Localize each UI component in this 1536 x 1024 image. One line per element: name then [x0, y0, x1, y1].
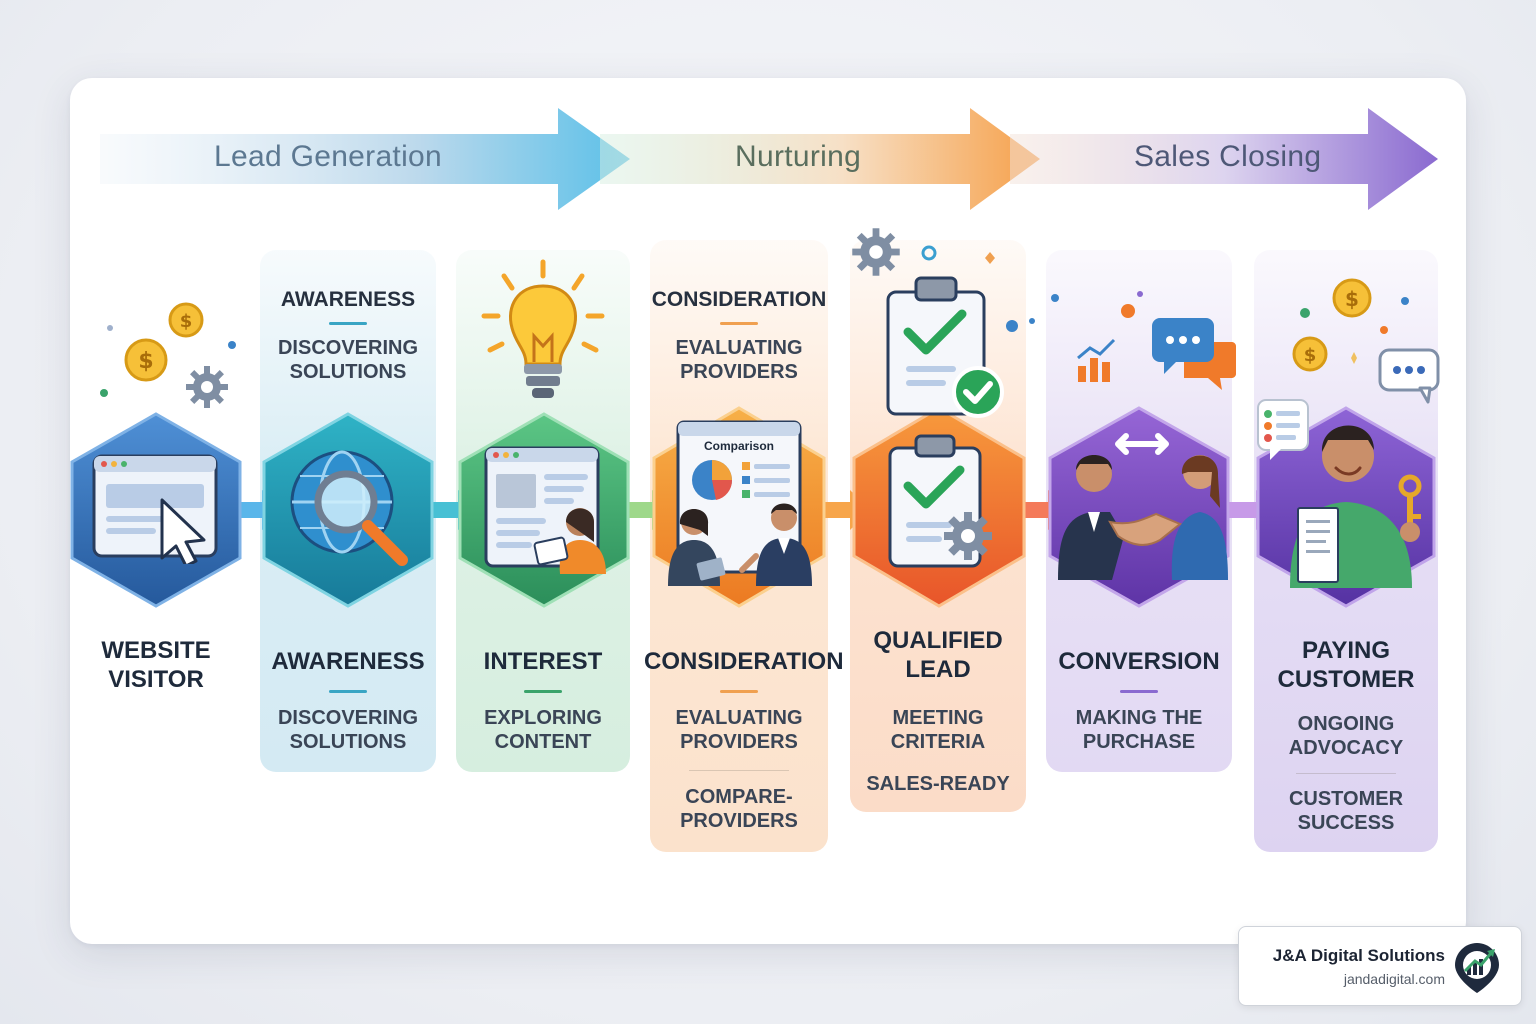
- title-consideration: CONSIDERATION: [644, 648, 844, 675]
- stage-label-lead-generation: Lead Generation: [214, 140, 443, 173]
- stage-arrow-nurturing: [600, 108, 1040, 210]
- subtitle-qualified-lead-line1: MEETING: [892, 707, 984, 729]
- chat-bubble-icon: [1378, 348, 1440, 404]
- title-qualified-lead-line2: LEAD: [905, 656, 971, 683]
- subtitle-conversion-line1: MAKING THE: [1075, 707, 1203, 729]
- svg-text:$: $: [1345, 287, 1359, 311]
- stage-label-nurturing: Nurturing: [735, 140, 862, 173]
- subtitle-paying-customer-line1: ONGOING: [1297, 713, 1395, 735]
- title-conversion: CONVERSION: [1058, 648, 1220, 675]
- divider-consideration: [720, 690, 758, 693]
- stage-label-sales-closing: Sales Closing: [1134, 140, 1322, 173]
- extra-qualified-lead: SALES-READY: [866, 773, 1010, 795]
- top-subtitle-consideration-line1: EVALUATING: [675, 337, 803, 359]
- clipboard-check-top-icon: [886, 276, 1004, 418]
- extra-paying-customer-line1: CUSTOMER: [1288, 788, 1404, 810]
- customer-receipt-icon: [1290, 425, 1422, 588]
- brand-logo-icon: [1455, 943, 1499, 993]
- checklist-bubble-icon: [1257, 399, 1309, 460]
- extra-paying-customer-line2: SUCCESS: [1297, 812, 1395, 834]
- brand-name: J&A Digital Solutions: [1272, 946, 1445, 965]
- subtitle-consideration-line1: EVALUATING: [675, 707, 803, 729]
- title-qualified-lead-line1: QUALIFIED: [873, 627, 1003, 654]
- subtitle-conversion-line2: PURCHASE: [1082, 731, 1196, 753]
- separator-consideration: [689, 770, 789, 771]
- chat-bubbles-icon: [1152, 318, 1236, 390]
- separator-paying-customer: [1296, 773, 1396, 774]
- top-subtitle-awareness-line2: SOLUTIONS: [289, 361, 407, 383]
- gear-icon: [186, 366, 228, 408]
- gear-small-icon: [852, 228, 900, 276]
- subtitle-awareness-line2: SOLUTIONS: [289, 731, 407, 753]
- growth-chart-icon: [1077, 338, 1116, 382]
- globe-search-icon: [290, 450, 408, 566]
- svg-text:$: $: [1304, 345, 1317, 366]
- stage-arrow-lead-generation: [100, 108, 630, 210]
- coins-icon: $ $: [124, 302, 204, 382]
- title-website-visitor-line1: WEBSITE: [101, 637, 211, 664]
- top-title-awareness: AWARENESS: [280, 288, 416, 311]
- top-divider-consideration: [720, 322, 758, 325]
- divider-interest: [524, 690, 562, 693]
- subtitle-awareness-line1: DISCOVERING: [277, 707, 419, 729]
- handshake-icon: [1058, 433, 1228, 580]
- content-reader-icon: [484, 446, 606, 574]
- title-interest: INTEREST: [483, 648, 603, 675]
- title-website-visitor-line2: VISITOR: [108, 666, 204, 693]
- subtitle-interest-line2: CONTENT: [494, 731, 592, 753]
- subtitle-interest-line1: EXPLORING: [484, 707, 602, 729]
- extra-consideration-line2: PROVIDERS: [680, 810, 798, 832]
- top-divider-awareness: [329, 322, 367, 325]
- top-subtitle-awareness-line1: DISCOVERING: [277, 337, 419, 359]
- extra-consideration-line1: COMPARE-: [685, 786, 793, 808]
- coins-customer-icon: $ $: [1292, 278, 1372, 372]
- subtitle-qualified-lead-line2: CRITERIA: [890, 731, 986, 753]
- svg-text:$: $: [138, 349, 153, 374]
- svg-text:$: $: [180, 311, 193, 332]
- clipboard-check-icon: [888, 434, 992, 568]
- brand-url: jandadigital.com: [1343, 971, 1445, 987]
- subtitle-consideration-line2: PROVIDERS: [680, 731, 798, 753]
- divider-awareness: [329, 690, 367, 693]
- subtitle-paying-customer-line2: ADVOCACY: [1288, 737, 1404, 759]
- title-paying-customer-line2: CUSTOMER: [1277, 666, 1415, 693]
- stage-arrow-sales-closing: [1010, 108, 1438, 210]
- top-title-consideration: CONSIDERATION: [651, 288, 827, 311]
- title-paying-customer-line1: PAYING: [1301, 637, 1391, 664]
- browser-cursor-icon: [92, 454, 218, 564]
- top-subtitle-consideration-line2: PROVIDERS: [680, 361, 798, 383]
- divider-conversion: [1120, 690, 1158, 693]
- lightbulb-icon: [481, 259, 605, 398]
- comparison-panel-title: Comparison: [704, 439, 774, 453]
- title-awareness: AWARENESS: [271, 648, 425, 675]
- comparison-chart-icon: Comparison: [668, 420, 812, 586]
- brand-badge: J&A Digital Solutions jandadigital.com: [1238, 926, 1522, 1006]
